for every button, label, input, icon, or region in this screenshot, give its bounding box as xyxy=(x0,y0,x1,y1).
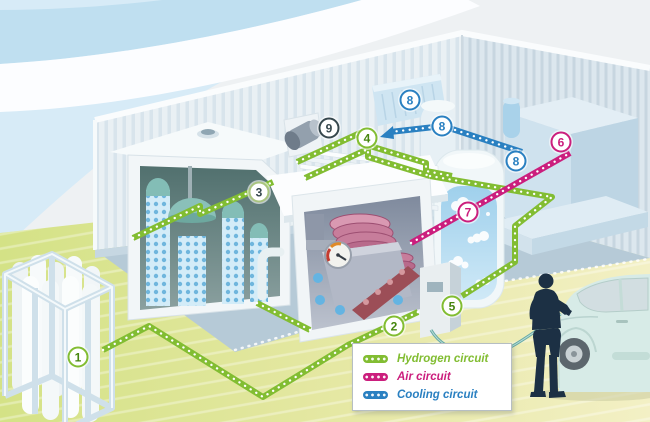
air-line-swatch xyxy=(363,372,388,381)
legend-item-cooling: Cooling circuit xyxy=(363,388,501,401)
marker-2: 2 xyxy=(383,315,405,337)
marker-6: 6 xyxy=(550,131,572,153)
legend-item-air: Air circuit xyxy=(363,370,501,383)
legend: Hydrogen circuit Air circuit Cooling cir… xyxy=(352,343,512,411)
legend-label-air: Air circuit xyxy=(397,370,451,383)
legend-item-hydrogen: Hydrogen circuit xyxy=(363,352,501,365)
air-circuit-line xyxy=(409,150,572,246)
marker-1: 1 xyxy=(67,346,89,368)
hydride-storage-room xyxy=(110,122,302,321)
marker-9: 9 xyxy=(318,117,340,139)
marker-8c: 8 xyxy=(505,150,527,172)
marker-5: 5 xyxy=(441,295,463,317)
legend-label-cooling: Cooling circuit xyxy=(397,388,478,401)
marker-8b: 8 xyxy=(431,115,453,137)
hydrogen-line-swatch xyxy=(363,354,388,363)
marker-3: 3 xyxy=(248,181,270,203)
fuel-cell-stack xyxy=(306,213,420,320)
hydrogen-circuit-line xyxy=(101,130,555,400)
fuel-cell-room xyxy=(291,177,439,343)
rack-frame-highlight xyxy=(4,253,113,422)
marker-7: 7 xyxy=(457,201,479,223)
marker-4: 4 xyxy=(356,127,378,149)
person-silhouette xyxy=(529,273,572,398)
hydride-cylinders xyxy=(146,166,285,306)
cooling-line-swatch xyxy=(363,390,388,399)
marker-8a: 8 xyxy=(399,89,421,111)
legend-label-hydrogen: Hydrogen circuit xyxy=(397,352,489,365)
door-handle xyxy=(616,320,628,323)
air-blower xyxy=(283,112,324,158)
